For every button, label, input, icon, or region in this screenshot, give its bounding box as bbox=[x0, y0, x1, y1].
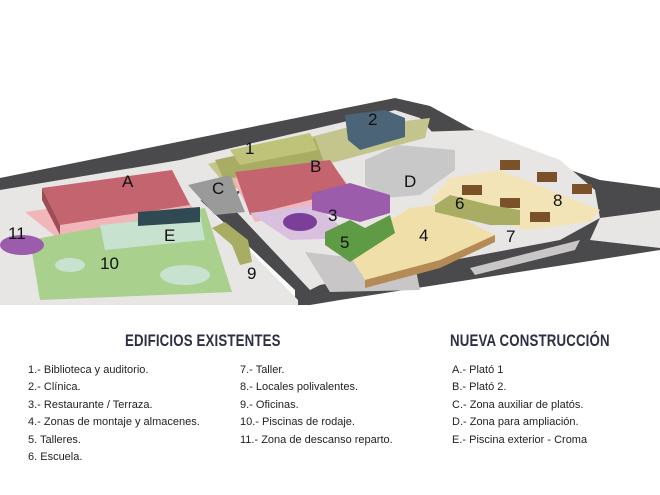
label-C: C bbox=[212, 179, 224, 198]
legend-item: 4.- Zonas de montaje y almacenes. bbox=[28, 416, 200, 429]
legend-item: 10.- Piscinas de rodaje. bbox=[240, 416, 355, 429]
existing-buildings-title: EDIFICIOS EXISTENTES bbox=[125, 331, 281, 350]
legend-item: 11.- Zona de descanso reparto. bbox=[240, 433, 393, 446]
label-8: 8 bbox=[553, 191, 562, 210]
label-11: 11 bbox=[8, 224, 26, 243]
new-construction-list: A.- Plató 1 B.- Plató 2. C.- Zona auxili… bbox=[452, 362, 587, 449]
building-2-clinic bbox=[345, 110, 405, 150]
label-A: A bbox=[122, 172, 134, 191]
legend-item: 8.- Locales polivalentes. bbox=[240, 381, 359, 394]
new-construction-title: NUEVA CONSTRUCCIÓN bbox=[450, 331, 610, 350]
label-9: 9 bbox=[247, 264, 256, 283]
existing-buildings-list-2: 7.- Taller. 8.- Locales polivalentes. 9.… bbox=[240, 362, 393, 449]
legend-item: 1.- Biblioteca y auditorio. bbox=[28, 364, 149, 376]
existing-buildings-list-1: 1.- Biblioteca y auditorio. 2.- Clínica.… bbox=[28, 362, 200, 466]
label-3: 3 bbox=[328, 206, 337, 225]
label-10: 10 bbox=[100, 254, 119, 273]
area-10-pools bbox=[30, 208, 232, 300]
legend-item: 3.- Restaurante / Terraza. bbox=[28, 398, 153, 411]
legend-item: C.- Zona auxiliar de platós. bbox=[452, 398, 584, 411]
legend-item: 2.- Clínica. bbox=[28, 381, 81, 394]
building-4-assembly bbox=[345, 205, 495, 288]
legend-item: 5. Talleres. bbox=[28, 433, 81, 446]
building-B-plato-2 bbox=[232, 160, 360, 222]
legend-item: A.- Plató 1 bbox=[452, 364, 504, 376]
legend-item: E.- Piscina exterior - Croma bbox=[452, 433, 588, 446]
building-5-workshops bbox=[325, 215, 395, 262]
label-1: 1 bbox=[245, 139, 254, 158]
label-B: B bbox=[310, 157, 321, 176]
label-4: 4 bbox=[419, 226, 428, 245]
label-7: 7 bbox=[506, 227, 515, 246]
legend-item: 7.- Taller. bbox=[240, 364, 285, 376]
zone-C-auxiliary bbox=[188, 175, 245, 215]
building-E-chroma-pool bbox=[138, 207, 200, 226]
building-A-plato-1 bbox=[25, 170, 200, 240]
legend-item: B.- Plató 2. bbox=[452, 381, 507, 394]
legend-item: 9.- Oficinas. bbox=[240, 398, 299, 411]
site-plan-map: 1 2 3 4 5 6 7 8 9 10 11 A B C D E bbox=[0, 98, 660, 305]
area-8-locales bbox=[430, 160, 600, 230]
label-E: E bbox=[164, 226, 175, 245]
label-5: 5 bbox=[340, 233, 349, 252]
label-D: D bbox=[404, 172, 416, 191]
label-2: 2 bbox=[368, 110, 377, 129]
label-6: 6 bbox=[455, 194, 464, 213]
legend-item: D.- Zona para ampliación. bbox=[452, 416, 579, 429]
building-11-rest-area bbox=[0, 235, 44, 255]
legend-item: 6. Escuela. bbox=[28, 450, 83, 463]
building-6-school bbox=[435, 195, 520, 225]
building-9-offices bbox=[212, 222, 252, 265]
map-labels: 1 2 3 4 5 6 7 8 9 10 11 A B C D E bbox=[8, 110, 562, 283]
